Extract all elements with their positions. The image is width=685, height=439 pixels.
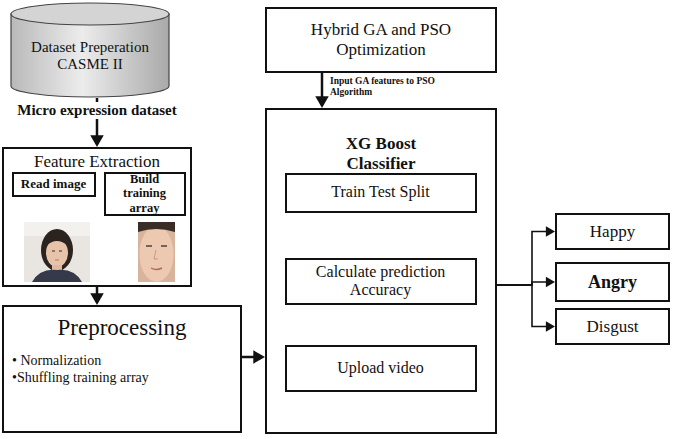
dataset-cylinder: Dataset Preperation CASME II	[10, 2, 170, 98]
arrow-head	[546, 226, 555, 237]
flow-arrow	[315, 73, 329, 108]
node-title: Train Test Split	[331, 183, 429, 201]
optimization-box: Hybrid GA and PSO Optimization	[265, 7, 497, 73]
flow-arrow	[497, 285, 555, 332]
arrow-line	[497, 232, 548, 286]
node-title: Disgust	[587, 317, 639, 337]
arrow-head	[253, 350, 265, 364]
arrow-line	[321, 73, 324, 99]
classifier-step: Train Test Split	[285, 173, 477, 213]
node-title: Read image	[21, 177, 86, 192]
node-text: •Shuffling training array	[12, 370, 232, 386]
face-crop	[138, 222, 175, 282]
arrow-head	[546, 277, 555, 288]
flow-arrow	[242, 350, 265, 364]
arrow-head	[90, 135, 104, 147]
node-title: Build training array	[108, 172, 182, 215]
sub-step-box: Build training array	[104, 172, 186, 216]
node-title: Preprocessing	[12, 315, 232, 341]
edge-label: Micro expression dataset	[17, 102, 176, 119]
cylinder-body	[11, 14, 169, 97]
node-title: Angry	[588, 272, 637, 293]
node-title: Upload video	[337, 359, 424, 377]
node-title: Hybrid GA and PSO Optimization	[287, 20, 475, 59]
classifier-step: Upload video	[285, 345, 477, 392]
node-title: Feature Extraction	[34, 152, 160, 172]
classifier-step: Calculate prediction Accuracy	[285, 258, 477, 305]
emotion-class: Angry	[555, 262, 670, 302]
node-title: Happy	[590, 222, 635, 242]
arrow-line	[497, 285, 548, 327]
classifier-box: XG Boost ClassifierTrain Test SplitCalcu…	[265, 108, 497, 434]
cylinder-top	[11, 3, 169, 25]
node-text: • Normalization	[12, 353, 232, 369]
node-title: Calculate prediction Accuracy	[298, 263, 463, 300]
flow-arrow	[90, 287, 104, 305]
preprocessing-box: Preprocessing • Normalization•Shuffling t…	[2, 305, 242, 433]
node-title: Dataset Preperation CASME II	[25, 39, 155, 74]
arrow-head	[315, 96, 329, 108]
subject-photo	[24, 222, 90, 282]
node-title: XG Boost Classifier	[326, 134, 436, 173]
arrow-head	[90, 293, 104, 305]
sub-step-box: Read image	[12, 172, 96, 197]
arrow-head	[546, 321, 555, 332]
edge-label: Input GA features to PSO Algorithm	[330, 76, 450, 98]
emotion-class: Disgust	[555, 308, 670, 345]
emotion-class: Happy	[555, 213, 670, 250]
flow-arrow	[497, 226, 555, 285]
